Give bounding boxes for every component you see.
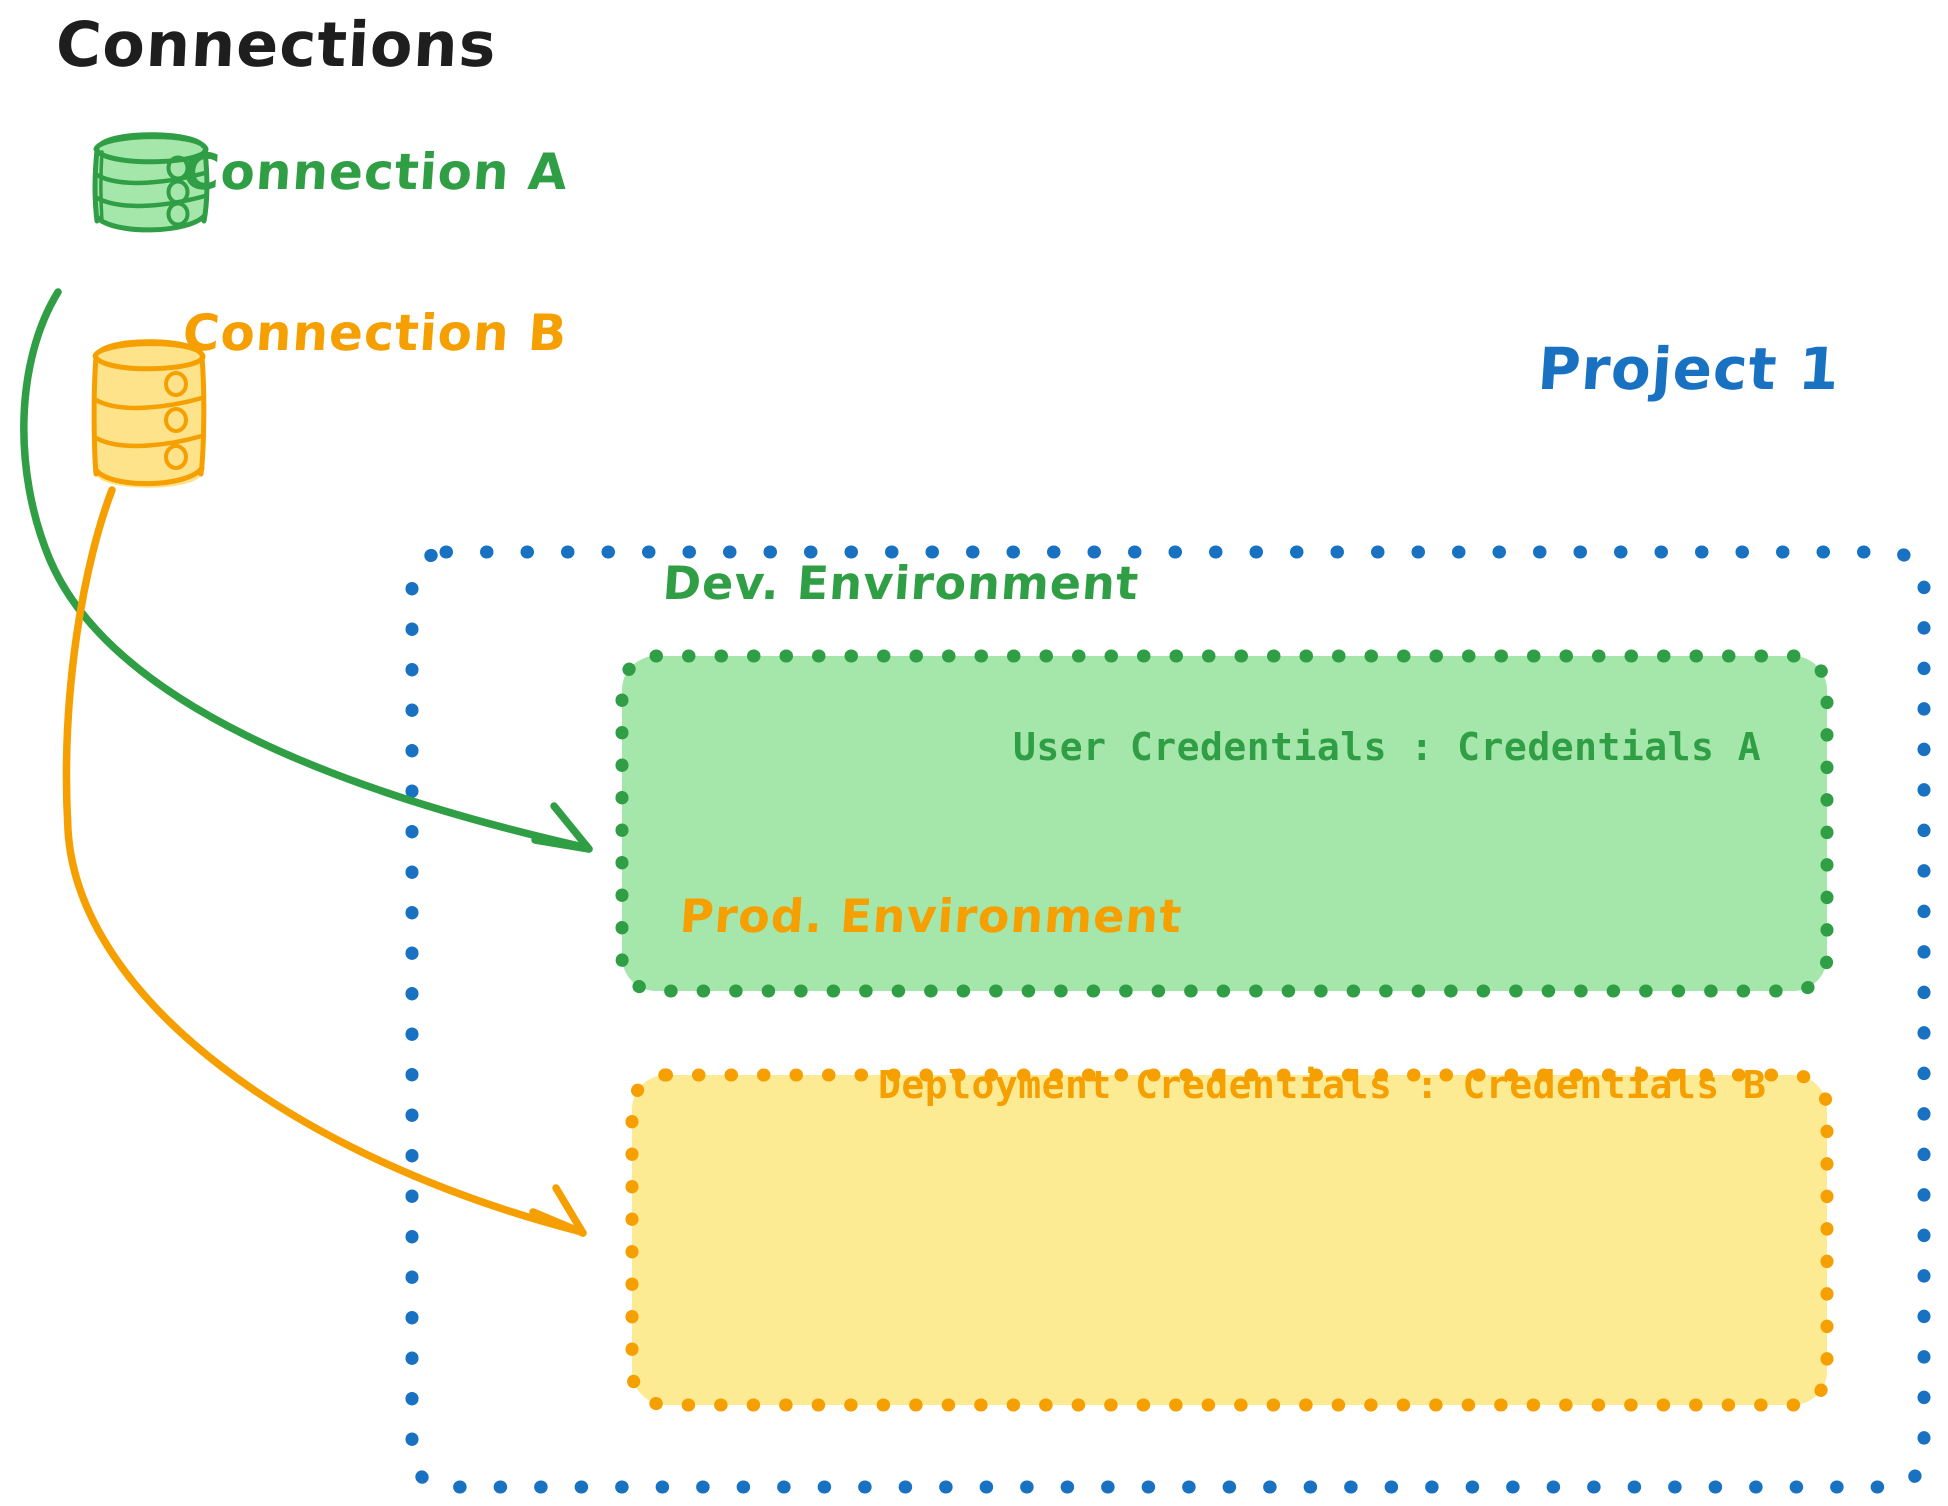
connection-b-database-icon[interactable] [91,339,207,488]
connection-b-cylinder-band-2 [93,433,205,449]
connection-b-cylinder-top-rim-2 [97,339,203,356]
connection-b-cylinder-left-wall [91,354,99,477]
arrow-connection-b-head-upper [552,1184,587,1237]
connection-b-cylinder-led-2 [164,407,188,433]
dev-environment-box[interactable] [615,649,1834,998]
project-1-label: Project 1 [1535,335,1843,403]
dev-environment-dotted-border [615,649,1834,998]
dev-environment-credentials: User Credentials : Credentials A [1013,725,1762,769]
prod-environment-fill [632,1075,1827,1405]
arrow-connection-a-head-upper [550,802,593,853]
connection-a-label[interactable]: Connection A [180,143,570,201]
dev-environment-fill [622,656,1827,991]
connection-b-cylinder-fill [95,344,202,488]
arrow-connection-b-path [62,486,586,1236]
prod-environment-title: Prod. Environment [678,889,1185,943]
connection-a-cylinder-top-rim-2 [98,132,206,149]
page-title: Connections [54,8,499,81]
connection-a-cylinder-band-2 [94,193,208,209]
connection-b-cylinder-band-1 [93,395,205,411]
connection-a-cylinder-led-3 [166,201,190,227]
connection-b-cylinder-led-3 [164,444,188,470]
arrow-connection-a-head-lower [531,836,593,853]
connection-a-cylinder-bottom [94,212,208,233]
arrow-connection-b-head-lower [529,1208,587,1237]
connection-b-label[interactable]: Connection B [180,304,570,362]
connection-b-cylinder-bottom [93,465,205,487]
prod-environment-credentials: Deployment Credentials : Credentials B [878,1063,1767,1107]
connection-b-cylinder-right-wall [198,354,207,477]
arrow-connection-b-to-prod [62,486,587,1237]
connection-a-cylinder-led-1 [166,155,190,181]
prod-environment-box[interactable] [625,1068,1834,1412]
dev-environment-title: Dev. Environment [661,556,1141,610]
connection-a-cylinder-band-1 [94,170,208,186]
connection-a-database-icon[interactable] [92,132,210,233]
connection-a-cylinder-left-wall [92,147,100,224]
connection-b-cylinder-led-1 [164,371,188,397]
connection-a-cylinder-left-wall-2 [99,150,104,224]
